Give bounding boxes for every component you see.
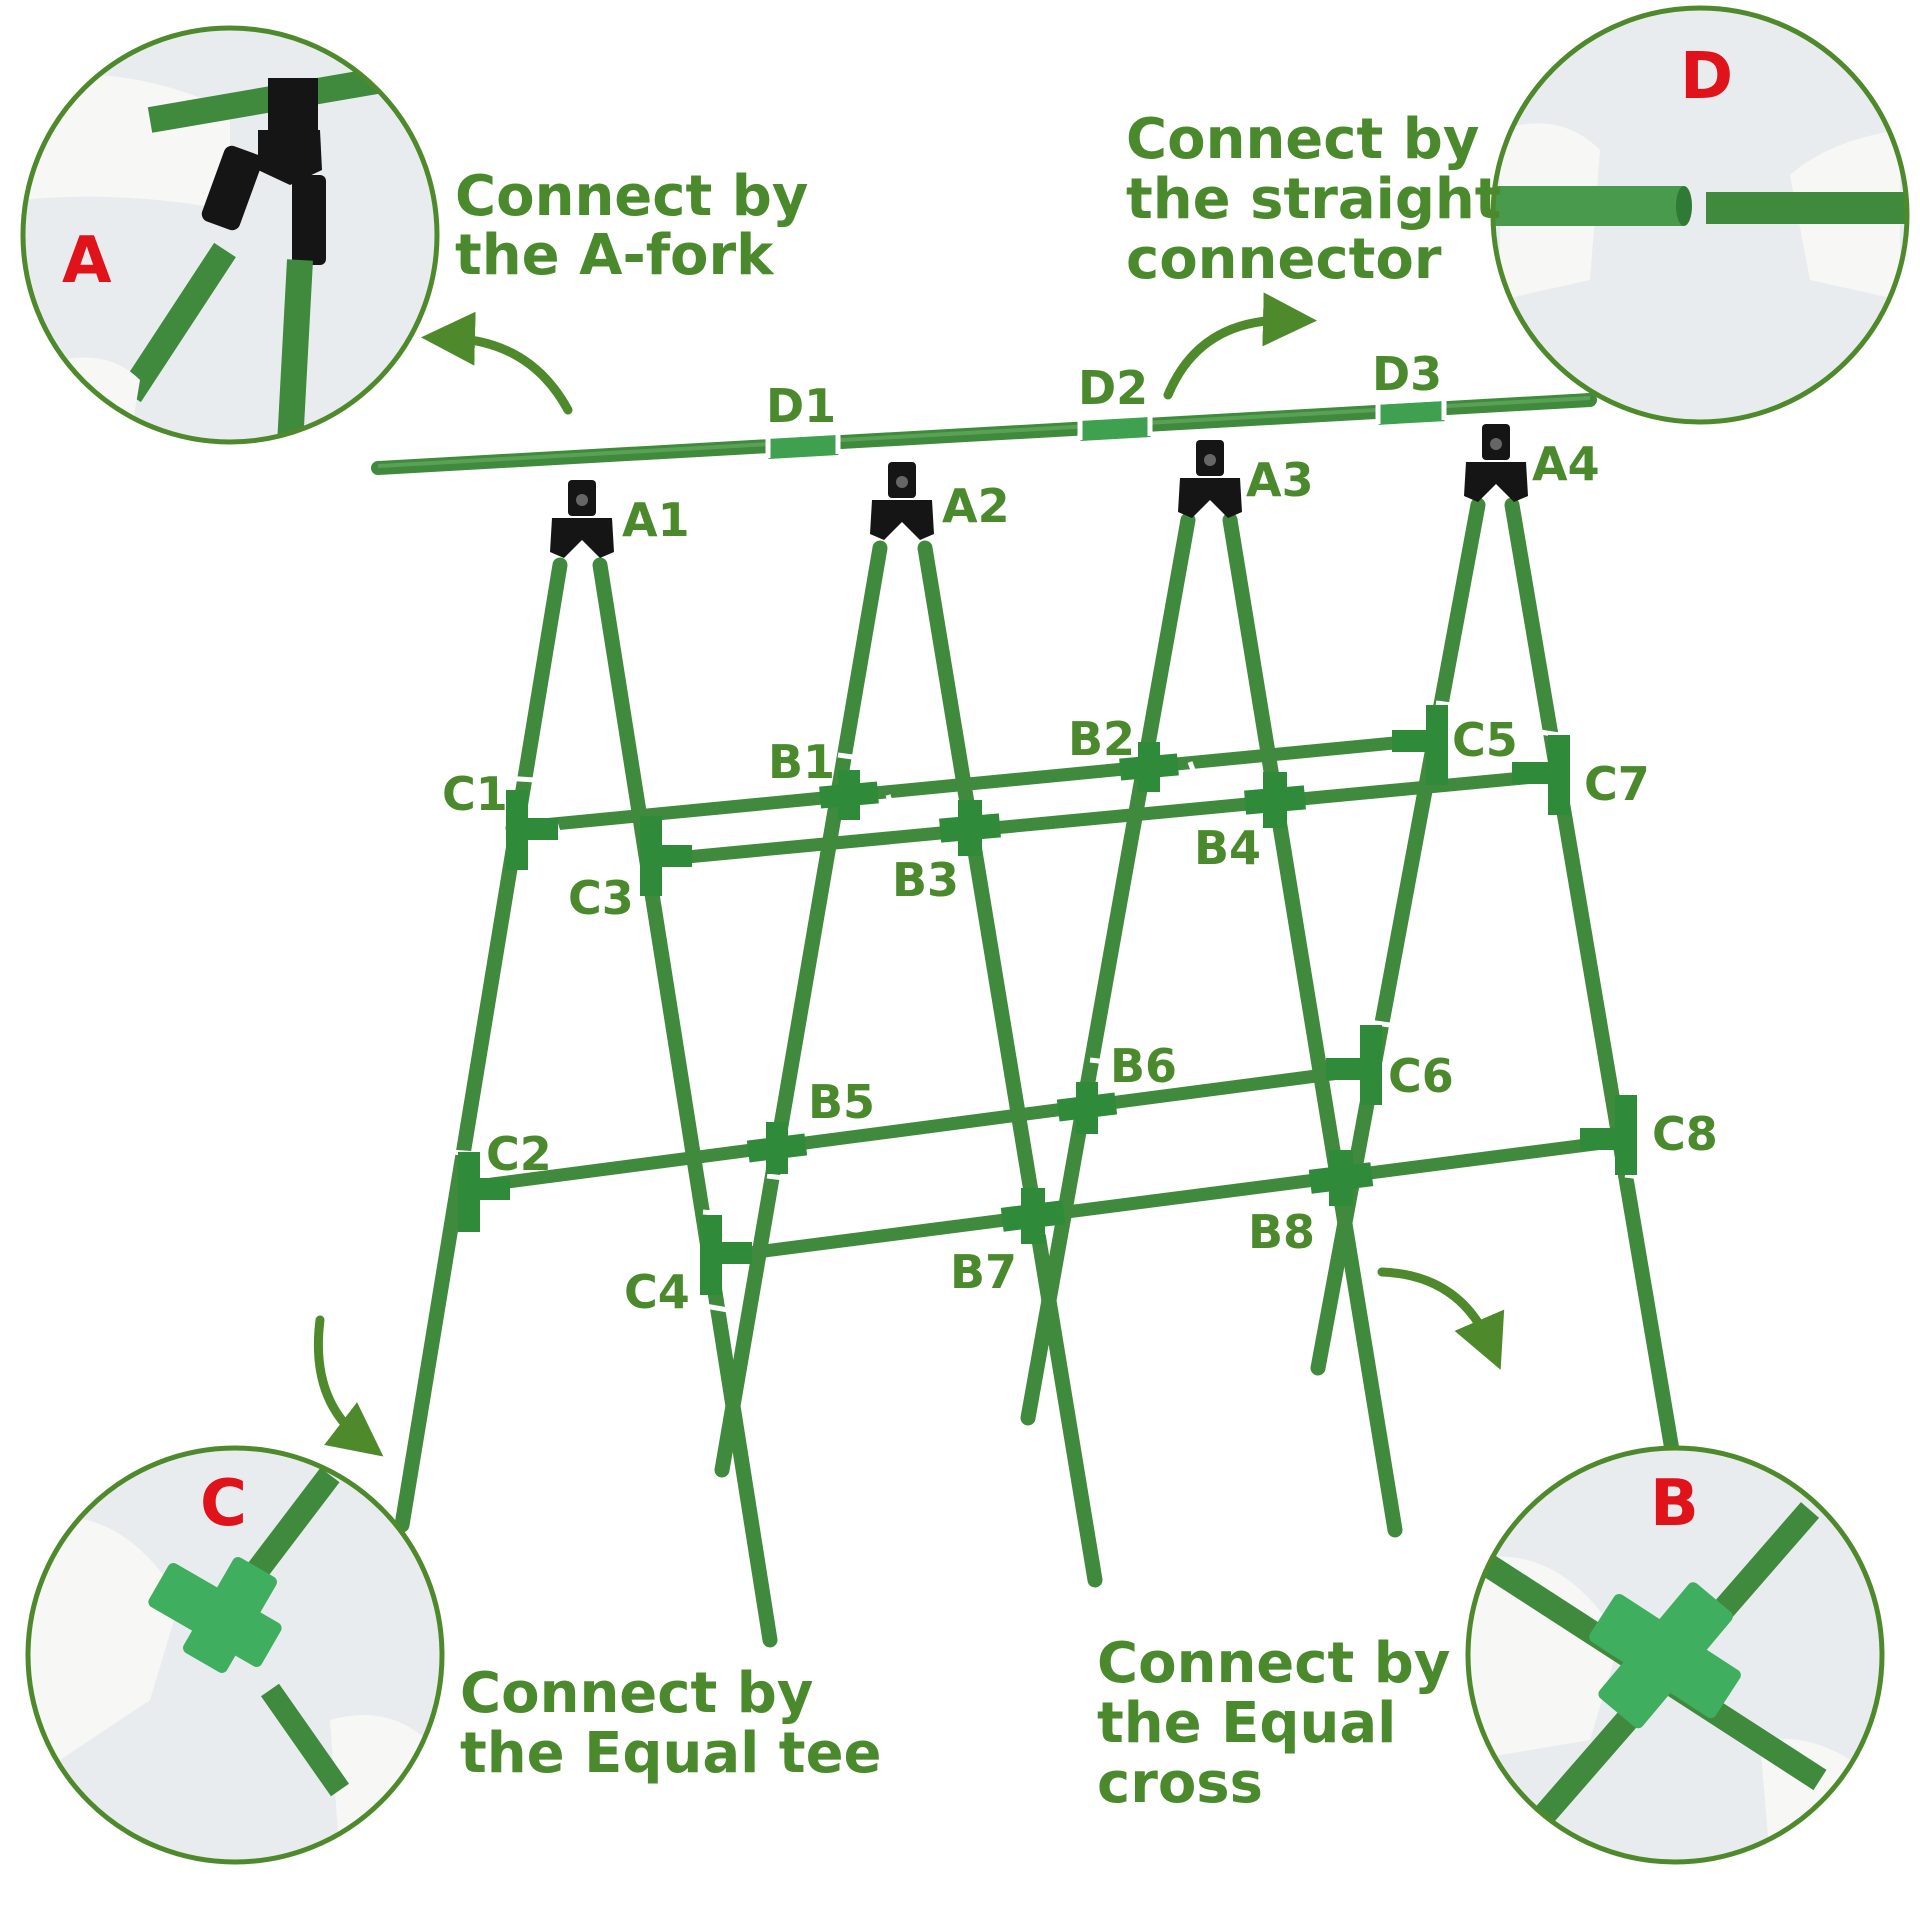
- straight-connector-d3: [1375, 399, 1447, 425]
- callout-b-letter: B: [1650, 1467, 1699, 1541]
- cross-b5: [746, 1122, 808, 1174]
- label-b5: B5: [808, 1075, 875, 1129]
- a-fork-a4: [1464, 424, 1528, 502]
- tee-c6: [1326, 1025, 1382, 1105]
- callout-b-caption: Connect by the Equal cross: [1097, 1631, 1450, 1816]
- label-c6: C6: [1388, 1049, 1454, 1103]
- a-fork-a1: [550, 480, 614, 558]
- tee-c4: [700, 1215, 752, 1295]
- a-fork-a2: [870, 462, 934, 540]
- label-b6: B6: [1110, 1039, 1177, 1093]
- rail-lower-front: [703, 1135, 1617, 1265]
- arrow-to-d: [1163, 292, 1317, 400]
- horizontal-rails: [455, 733, 1617, 1265]
- rail-lower-back: [455, 1063, 1369, 1195]
- label-a4: A4: [1532, 437, 1600, 491]
- arrow-to-c: [313, 1315, 384, 1457]
- label-b3: B3: [892, 853, 959, 907]
- callout-d-line3: connector: [1126, 227, 1442, 292]
- label-d2: D2: [1078, 361, 1148, 415]
- callout-c-caption: Connect by the Equal tee: [460, 1661, 882, 1786]
- label-a2: A2: [942, 479, 1010, 533]
- callout-arrows: [313, 292, 1505, 1457]
- label-c4: C4: [624, 1265, 690, 1319]
- tee-c2: [458, 1152, 510, 1232]
- cross-b2: [1119, 742, 1179, 792]
- callout-c-line2: the Equal tee: [460, 1721, 882, 1786]
- label-c7: C7: [1584, 757, 1650, 811]
- cross-connectors: [746, 742, 1374, 1244]
- tee-c7: [1512, 735, 1570, 815]
- callout-d-line1: Connect by: [1126, 107, 1479, 172]
- tee-c3: [640, 816, 692, 896]
- callout-c-photo: C: [25, 1445, 445, 1865]
- callout-a-letter: A: [62, 224, 112, 298]
- rail-upper-back: [505, 733, 1432, 835]
- trellis-legs: [394, 497, 1680, 1648]
- label-b1: B1: [768, 735, 835, 789]
- tee-c5: [1392, 705, 1448, 785]
- callout-c-line1: Connect by: [460, 1661, 813, 1726]
- label-c2: C2: [486, 1127, 552, 1181]
- leg-a4-left: [1310, 497, 1486, 1376]
- callout-b-line3: cross: [1097, 1751, 1263, 1816]
- tee-connectors: [458, 705, 1637, 1295]
- label-c1: C1: [442, 767, 508, 821]
- callout-a-line1: Connect by: [455, 164, 808, 229]
- leg-a2-left: [714, 540, 888, 1478]
- callout-c-letter: C: [200, 1467, 247, 1541]
- rail-upper-front: [648, 768, 1562, 867]
- leg-a1-left: [394, 557, 568, 1533]
- callout-a-caption: Connect by the A-fork: [455, 164, 808, 288]
- cross-b8: [1308, 1150, 1374, 1206]
- leg-a3-right: [1222, 512, 1403, 1538]
- callout-d-letter: D: [1680, 40, 1733, 114]
- cross-b7: [1000, 1188, 1066, 1244]
- arrow-to-b: [1377, 1267, 1505, 1370]
- label-d1: D1: [766, 379, 836, 433]
- label-b4: B4: [1194, 821, 1261, 875]
- cross-b4: [1244, 772, 1306, 828]
- label-c3: C3: [568, 871, 634, 925]
- label-c8: C8: [1652, 1107, 1718, 1161]
- callout-b-line2: the Equal: [1097, 1691, 1396, 1756]
- label-c5: C5: [1452, 713, 1518, 767]
- straight-connector-d1: [765, 433, 841, 459]
- cross-b3: [939, 800, 1001, 856]
- arrow-to-a: [421, 311, 573, 415]
- callout-a-photo: A: [20, 25, 440, 445]
- callout-a-line2: the A-fork: [455, 223, 775, 288]
- label-a1: A1: [622, 493, 690, 547]
- label-b7: B7: [950, 1245, 1017, 1299]
- a-fork-a3: [1178, 440, 1242, 518]
- tee-c8: [1580, 1095, 1637, 1175]
- leg-a2-right: [917, 540, 1103, 1588]
- leg-a4-right: [1504, 497, 1680, 1458]
- label-d3: D3: [1372, 347, 1442, 401]
- cross-b6: [1056, 1082, 1118, 1134]
- label-a3: A3: [1246, 453, 1314, 507]
- leg-a3-left: [1020, 512, 1196, 1426]
- label-b2: B2: [1068, 712, 1135, 766]
- callout-b-photo: B: [1465, 1445, 1885, 1865]
- joint-labels: A1 A2 A3 A4 B1 B2 B3 B4 B5 B6 B7 B8 C1 C…: [442, 347, 1718, 1319]
- straight-connector-d2: [1077, 415, 1153, 441]
- callout-d-photo: D: [1490, 5, 1910, 425]
- leg-a1-right: [592, 557, 778, 1648]
- tee-c1: [506, 790, 558, 870]
- label-b8: B8: [1248, 1205, 1315, 1259]
- callout-d-caption: Connect by the straight connector: [1126, 107, 1502, 292]
- callout-b-line1: Connect by: [1097, 1631, 1450, 1696]
- callout-d-line2: the straight: [1126, 167, 1502, 232]
- cross-b1: [819, 770, 879, 820]
